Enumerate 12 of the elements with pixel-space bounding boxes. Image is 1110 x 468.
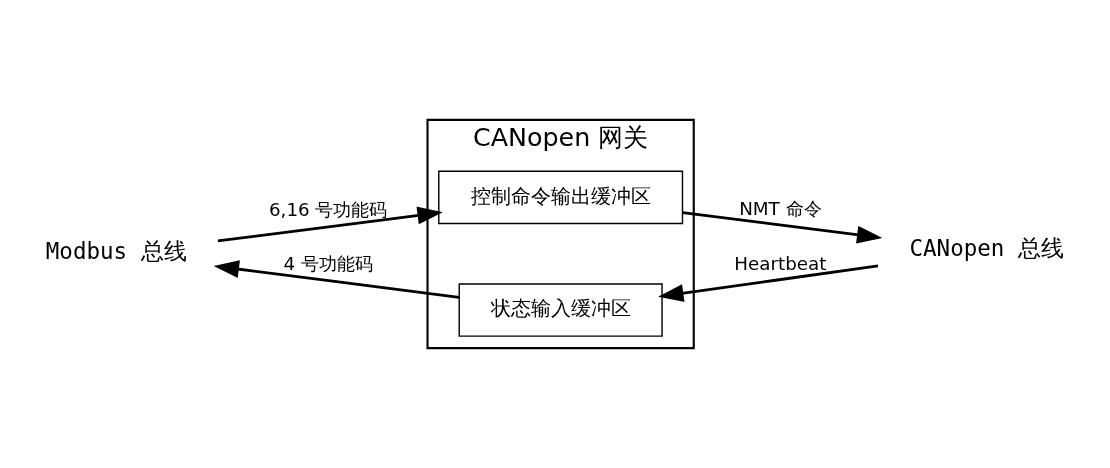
edge-label: 6,16 号功能码 bbox=[268, 199, 388, 221]
node-box: 控制命令输出缓冲区 bbox=[438, 170, 684, 225]
arrow bbox=[217, 206, 443, 243]
node-text: Modbus 总线 bbox=[45, 238, 187, 265]
edge-label: 4 号功能码 bbox=[283, 252, 373, 274]
node-box: 状态输入缓冲区 bbox=[458, 283, 663, 337]
arrow bbox=[682, 211, 883, 244]
edge-label: Heartbeat bbox=[734, 252, 827, 274]
node-text: CANopen 总线 bbox=[909, 235, 1064, 262]
edge-label: NMT 命令 bbox=[739, 197, 822, 219]
arrow bbox=[658, 264, 879, 302]
arrow bbox=[213, 260, 460, 299]
